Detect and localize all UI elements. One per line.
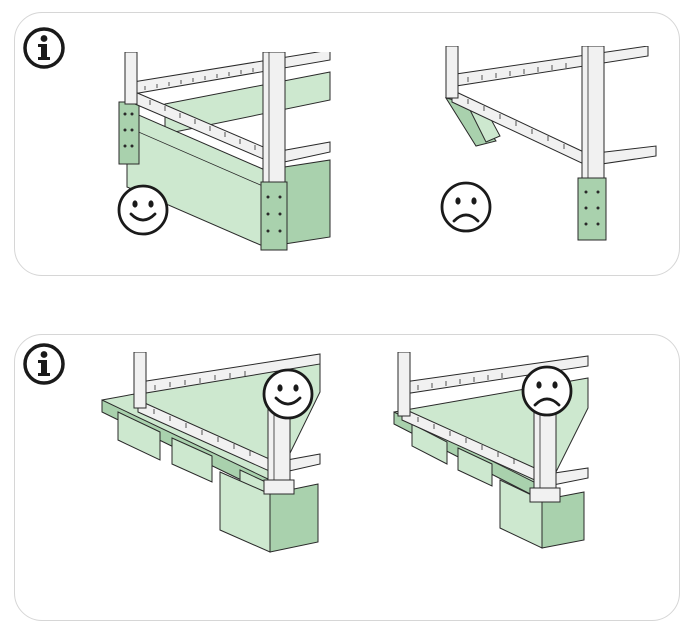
scene-frame-on-pallet-incorrect [392, 352, 592, 552]
info-icon [22, 26, 66, 70]
smiley-face-icon [261, 367, 315, 421]
sad-face-icon [439, 180, 493, 234]
scene-frame-on-plinth-correct [105, 52, 345, 257]
info-icon [22, 342, 66, 386]
scene-frame-no-plinth-incorrect [438, 46, 663, 256]
sad-face-icon [520, 364, 574, 418]
smiley-face-icon [116, 183, 170, 237]
